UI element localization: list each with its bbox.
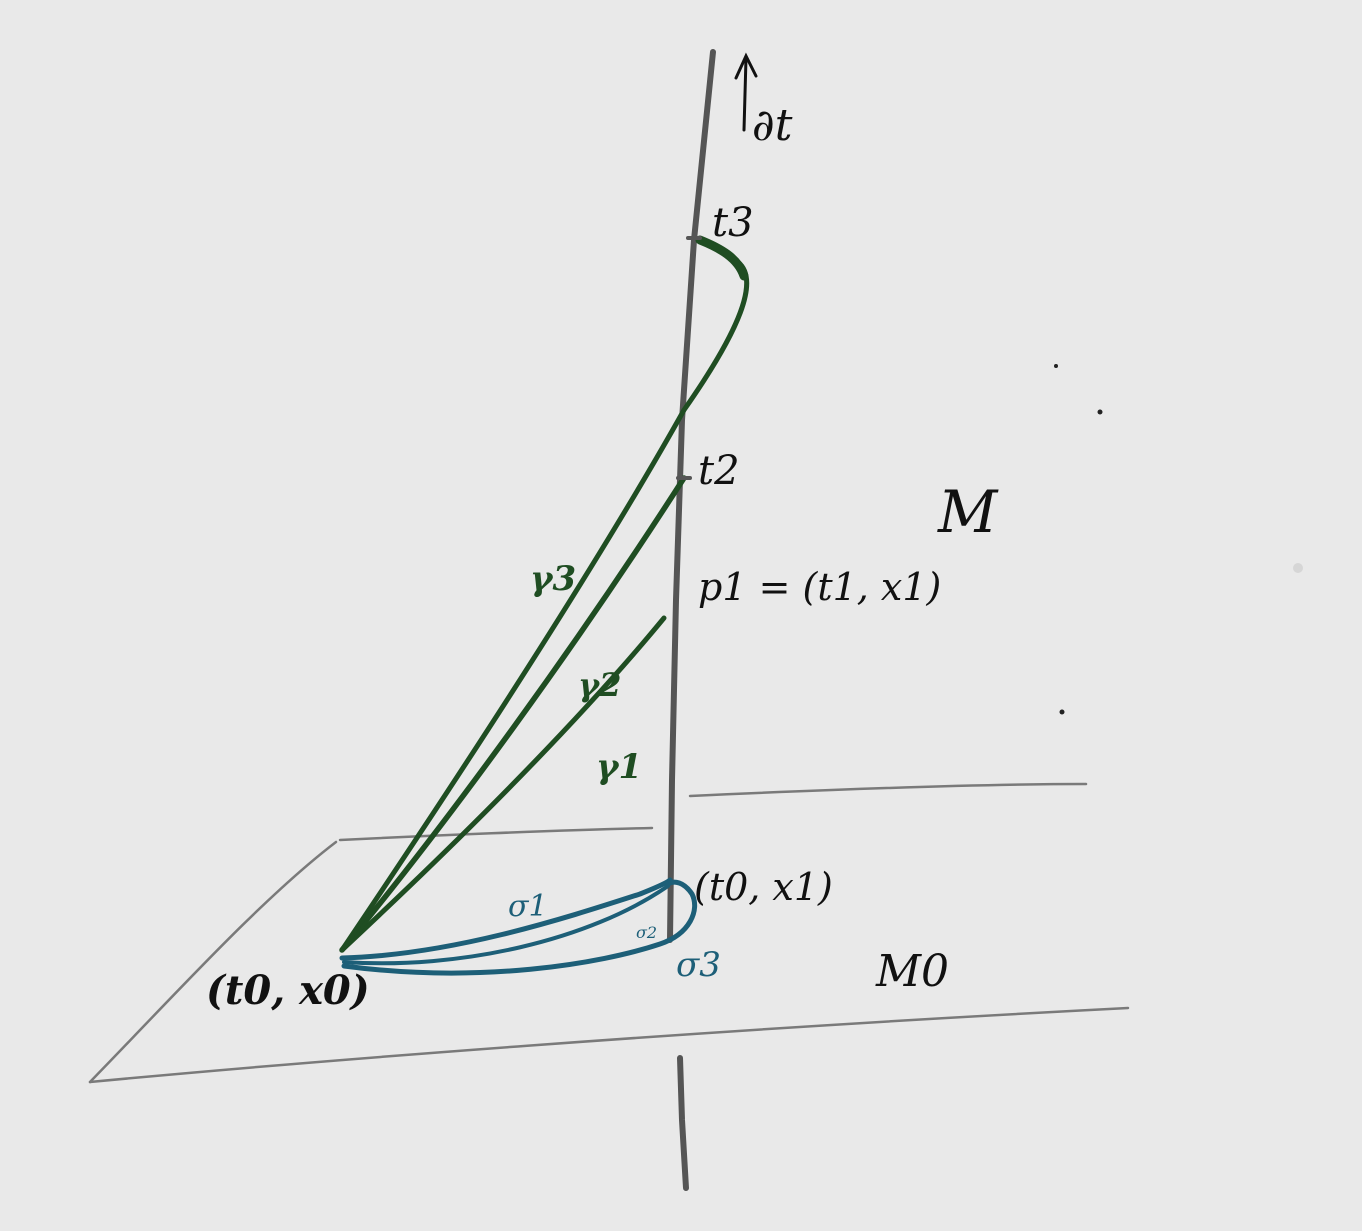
label-gamma1: γ1 xyxy=(596,747,642,787)
time-axis xyxy=(667,49,716,1191)
stray-dots xyxy=(1054,364,1303,715)
plane-left-edge xyxy=(88,840,338,1084)
gamma1-curve xyxy=(339,615,667,953)
label-M0: M0 xyxy=(875,946,949,997)
label-dt: ∂t xyxy=(752,100,793,151)
dt-arrow xyxy=(734,52,758,132)
sigma2-curve xyxy=(342,884,670,966)
time-axis-upper xyxy=(667,49,716,943)
axis-marks xyxy=(676,236,702,480)
sigma-curves xyxy=(339,877,698,976)
label-t0x1: (t0, x1) xyxy=(694,865,833,909)
gamma-curves xyxy=(339,235,750,953)
label-M: M xyxy=(937,478,999,546)
label-t2: t2 xyxy=(698,448,740,494)
label-t0x0: (t0, x0) xyxy=(206,967,370,1014)
label-p1: p1 = (t1, x1) xyxy=(698,565,941,609)
plane-back-edge-right xyxy=(688,782,1088,798)
label-gamma2: γ2 xyxy=(578,666,621,704)
plane-back-edge-left xyxy=(338,826,654,842)
sigma3-curve xyxy=(341,879,698,976)
label-sigma1: σ1 xyxy=(508,889,548,924)
plane-front-edge xyxy=(88,1006,1130,1084)
label-sigma3: σ3 xyxy=(676,945,721,985)
label-gamma3: γ3 xyxy=(530,559,576,599)
gamma2-curve xyxy=(339,475,687,953)
gamma3-thick-end xyxy=(695,235,749,281)
plane-m0 xyxy=(88,782,1130,1084)
time-axis-lower xyxy=(677,1055,689,1191)
label-t3: t3 xyxy=(712,200,754,246)
label-sigma2: σ2 xyxy=(636,923,657,942)
sigma1-curve xyxy=(339,877,673,961)
